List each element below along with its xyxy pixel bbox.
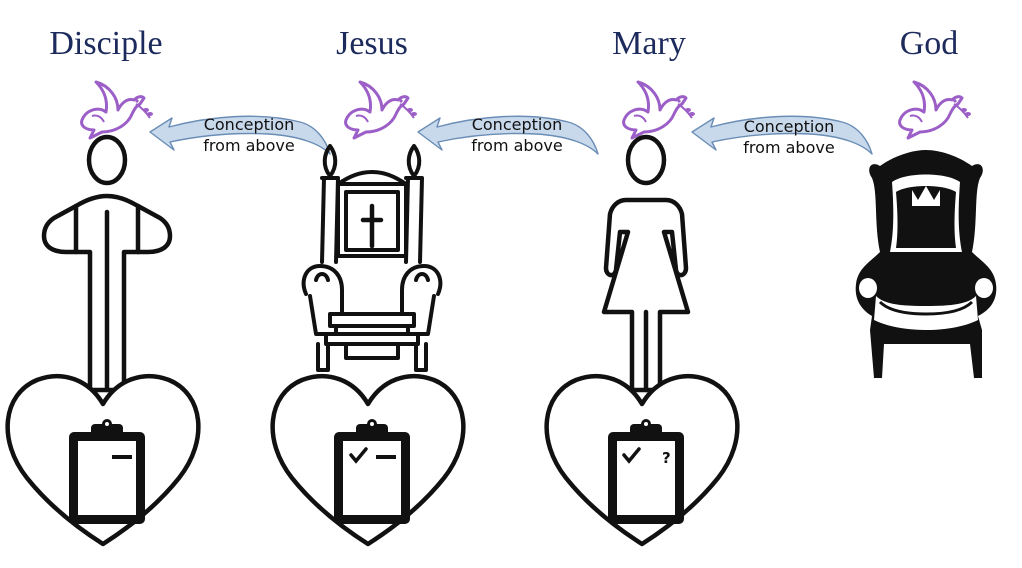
question-mark: ?: [662, 449, 671, 467]
disciple-clipboard-icon: [69, 419, 145, 524]
arrow-label-mary: Conception from above: [729, 116, 849, 158]
title-disciple: Disciple: [49, 25, 163, 62]
arrow-label-line: Conception: [203, 115, 295, 134]
title-jesus: Jesus: [336, 25, 408, 62]
arrow-label-line: Conception: [743, 117, 835, 136]
god-throne-icon: [855, 150, 997, 378]
dove-icon: [80, 80, 155, 140]
arrow-label-jesus: Conception from above: [457, 114, 577, 156]
mary-clipboard-icon: ?: [608, 419, 684, 524]
mary-figure-icon: [601, 134, 691, 393]
title-mary: Mary: [612, 25, 686, 62]
dove-icon: [622, 80, 697, 140]
jesus-throne-icon: [301, 144, 443, 372]
disciple-figure-icon: [41, 134, 173, 393]
jesus-clipboard-icon: [334, 419, 410, 524]
dove-icon: [898, 80, 973, 140]
arrow-label-line: Conception: [471, 115, 563, 134]
title-god: God: [899, 25, 959, 62]
arrow-label-disciple: Conception from above: [189, 114, 309, 156]
arrow-label-line: from above: [743, 138, 835, 157]
arrow-label-line: from above: [203, 136, 295, 155]
arrow-label-line: from above: [471, 136, 563, 155]
dove-icon: [344, 80, 419, 140]
